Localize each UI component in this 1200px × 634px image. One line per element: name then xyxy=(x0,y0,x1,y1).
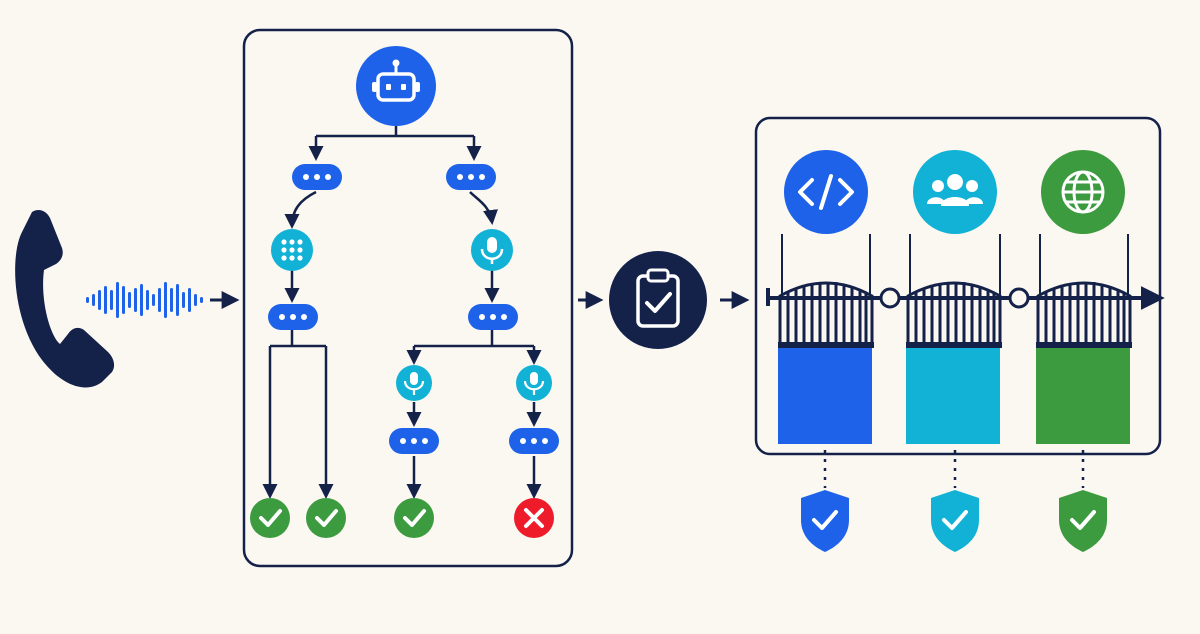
keypad-icon xyxy=(271,229,313,271)
shield-check-icon xyxy=(1059,490,1107,552)
failure-x-icon xyxy=(514,498,554,538)
code-icon xyxy=(784,150,868,234)
chat-bubble-dots-icon xyxy=(509,428,559,454)
badge-connectors xyxy=(823,450,1085,488)
shield-check-icon xyxy=(801,490,849,552)
sound-wave-icon xyxy=(86,282,203,318)
microphone-icon xyxy=(516,365,552,401)
chat-bubble-dots-icon xyxy=(268,304,318,330)
clipboard-check-icon xyxy=(609,251,707,349)
shield-check-icon xyxy=(931,490,979,552)
stage-bar-global xyxy=(1036,346,1130,444)
robot-icon xyxy=(356,46,436,126)
chat-bubble-dots-icon xyxy=(292,164,342,190)
gate-icon xyxy=(1036,281,1132,348)
stage-bar-team xyxy=(906,346,1000,444)
chat-bubble-dots-icon xyxy=(468,304,518,330)
microphone-icon xyxy=(471,229,513,271)
success-check-icon xyxy=(250,498,290,538)
stage-bar-code xyxy=(778,346,872,444)
globe-icon xyxy=(1041,150,1125,234)
chat-bubble-dots-icon xyxy=(389,428,439,454)
chat-bubble-dots-icon xyxy=(446,164,496,190)
success-check-icon xyxy=(394,498,434,538)
pipeline-track xyxy=(766,286,1165,310)
phone-handset-icon xyxy=(15,210,115,388)
users-icon xyxy=(913,150,997,234)
stage-guides xyxy=(781,234,1129,300)
gate-icon xyxy=(906,281,1002,348)
gate-icon xyxy=(778,281,874,348)
tree-connectors xyxy=(262,126,542,499)
microphone-icon xyxy=(396,365,432,401)
success-check-icon xyxy=(306,498,346,538)
